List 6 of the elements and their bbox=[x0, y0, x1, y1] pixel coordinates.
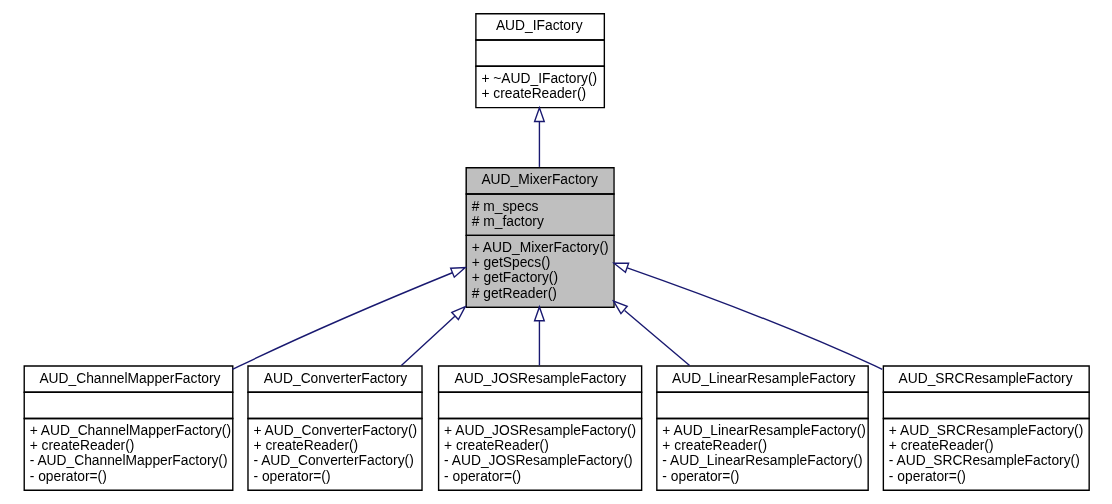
arrow bbox=[231, 266, 468, 371]
arrow bbox=[612, 262, 883, 371]
arrow bbox=[611, 299, 691, 367]
arrow bbox=[533, 105, 546, 168]
arrow bbox=[533, 304, 546, 367]
arrow bbox=[400, 305, 467, 367]
